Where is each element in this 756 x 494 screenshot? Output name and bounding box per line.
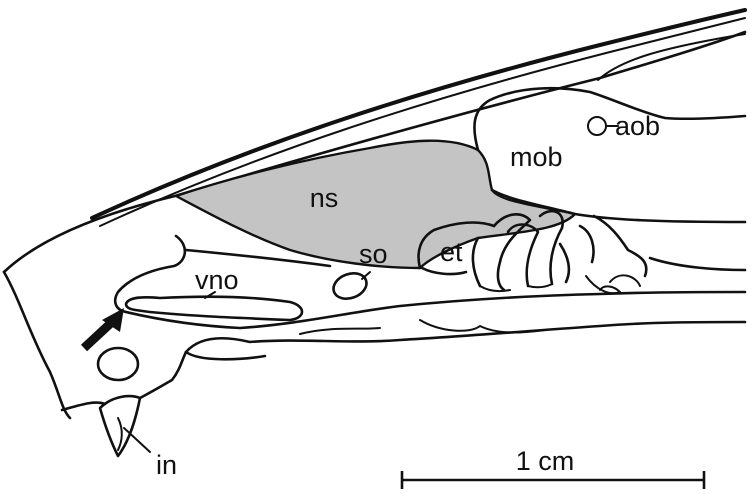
nasal-passage	[113, 234, 747, 330]
vno-leader	[204, 291, 216, 299]
label-mob: mob	[510, 142, 563, 172]
olfactory-bulb-outline	[473, 33, 747, 224]
label-so: so	[359, 239, 388, 269]
ethmoturbinates	[417, 209, 747, 295]
scale-bar-label: 1 cm	[516, 446, 575, 476]
accessory-olfactory-bulb	[587, 116, 607, 136]
label-vno: vno	[195, 265, 239, 295]
skull-outline	[2, 270, 747, 420]
label-in: in	[156, 450, 177, 480]
so-structure	[332, 272, 368, 300]
vomeronasal-organ	[124, 295, 304, 322]
skull-roof	[2, 8, 747, 274]
arrow-pointing-icon	[80, 308, 124, 352]
label-et: et	[440, 237, 463, 267]
label-ns: ns	[310, 183, 339, 213]
so-leader	[361, 271, 371, 280]
incisive-foramen	[96, 346, 140, 382]
label-aob: aob	[615, 111, 660, 141]
in-leader	[123, 427, 151, 453]
incisor	[98, 394, 142, 458]
scale-bar: 1 cm	[400, 446, 706, 489]
